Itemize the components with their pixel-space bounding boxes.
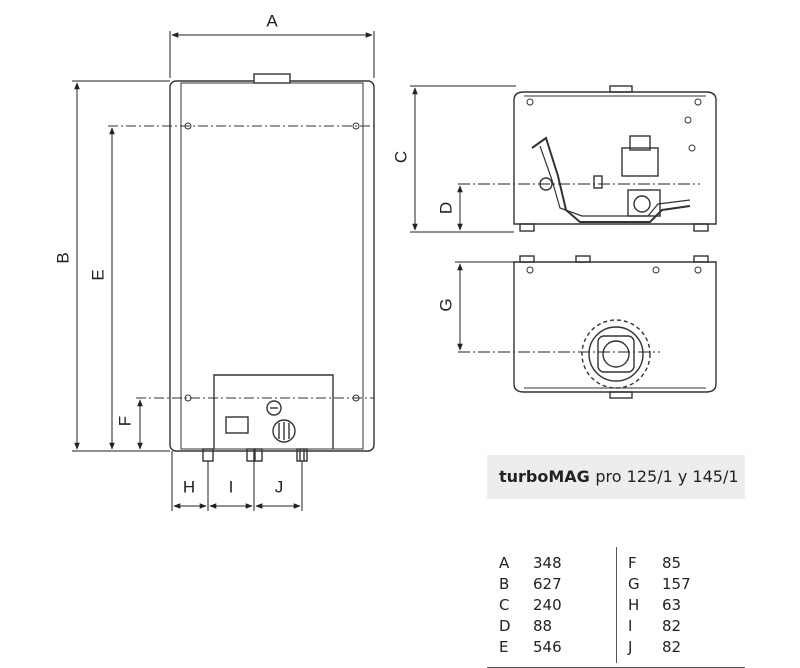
row-key: E: [499, 638, 509, 656]
dim-label-g: G: [436, 298, 455, 311]
row-value: 63: [662, 596, 682, 614]
table-row: H 63: [628, 595, 691, 616]
row-key: J: [628, 638, 633, 656]
dim-label-a: A: [266, 11, 278, 30]
row-value: 157: [662, 575, 691, 593]
table-title: turboMAG pro 125/1 y 145/1: [487, 455, 745, 499]
row-value: 348: [533, 554, 562, 572]
bottom-view-dimensions: [455, 261, 514, 351]
table-row: C 240: [499, 595, 562, 616]
control-knob: [272, 419, 296, 443]
flue-connection: [581, 319, 651, 389]
table-title-variant: pro 125/1 y 145/1: [595, 467, 739, 486]
table-title-model: turboMAG: [499, 467, 590, 486]
row-key: H: [628, 596, 640, 614]
dim-label-b: B: [53, 252, 72, 263]
dim-label-d: D: [436, 202, 455, 214]
table-row: F 85: [628, 553, 691, 574]
row-value: 85: [662, 554, 682, 572]
table-row: B 627: [499, 574, 562, 595]
row-value: 546: [533, 638, 562, 656]
row-value: 82: [662, 638, 682, 656]
dimensions-table: turboMAG pro 125/1 y 145/1 A 348 B 627 C 24…: [487, 455, 745, 668]
table-divider: [616, 547, 617, 663]
dim-label-h: H: [183, 477, 195, 496]
row-key: B: [499, 575, 510, 593]
table-row: G 157: [628, 574, 691, 595]
row-key: D: [499, 617, 511, 635]
dim-label-e: E: [88, 269, 107, 280]
table-left-column: A 348 B 627 C 240 D 88 E 546: [499, 553, 562, 658]
row-key: I: [628, 617, 633, 635]
dim-label-f: F: [115, 416, 134, 426]
row-value: 88: [533, 617, 553, 635]
row-value: 627: [533, 575, 562, 593]
table-row: A 348: [499, 553, 562, 574]
top-view: [458, 85, 717, 232]
table-row: J 82: [628, 637, 691, 658]
table-row: I 82: [628, 616, 691, 637]
control-panel: [213, 374, 334, 449]
top-view-dimensions: [410, 85, 516, 233]
bottom-view: [458, 255, 717, 399]
dim-label-i: I: [229, 477, 234, 496]
flue-outlet: [253, 73, 291, 84]
table-body: A 348 B 627 C 240 D 88 E 546 F 85 G 157 H 63 I 82…: [487, 499, 745, 668]
dim-label-c: C: [391, 151, 410, 163]
table-row: D 88: [499, 616, 562, 637]
row-key: A: [499, 554, 510, 572]
dim-label-j: J: [275, 477, 284, 496]
table-right-column: F 85 G 157 H 63 I 82 J 82: [628, 553, 691, 658]
table-row: E 546: [499, 637, 562, 658]
front-view-dimensions: [72, 31, 375, 511]
row-key: G: [628, 575, 640, 593]
front-view: [108, 73, 375, 462]
row-value: 240: [533, 596, 562, 614]
row-key: C: [499, 596, 510, 614]
row-value: 82: [662, 617, 682, 635]
row-key: F: [628, 554, 637, 572]
